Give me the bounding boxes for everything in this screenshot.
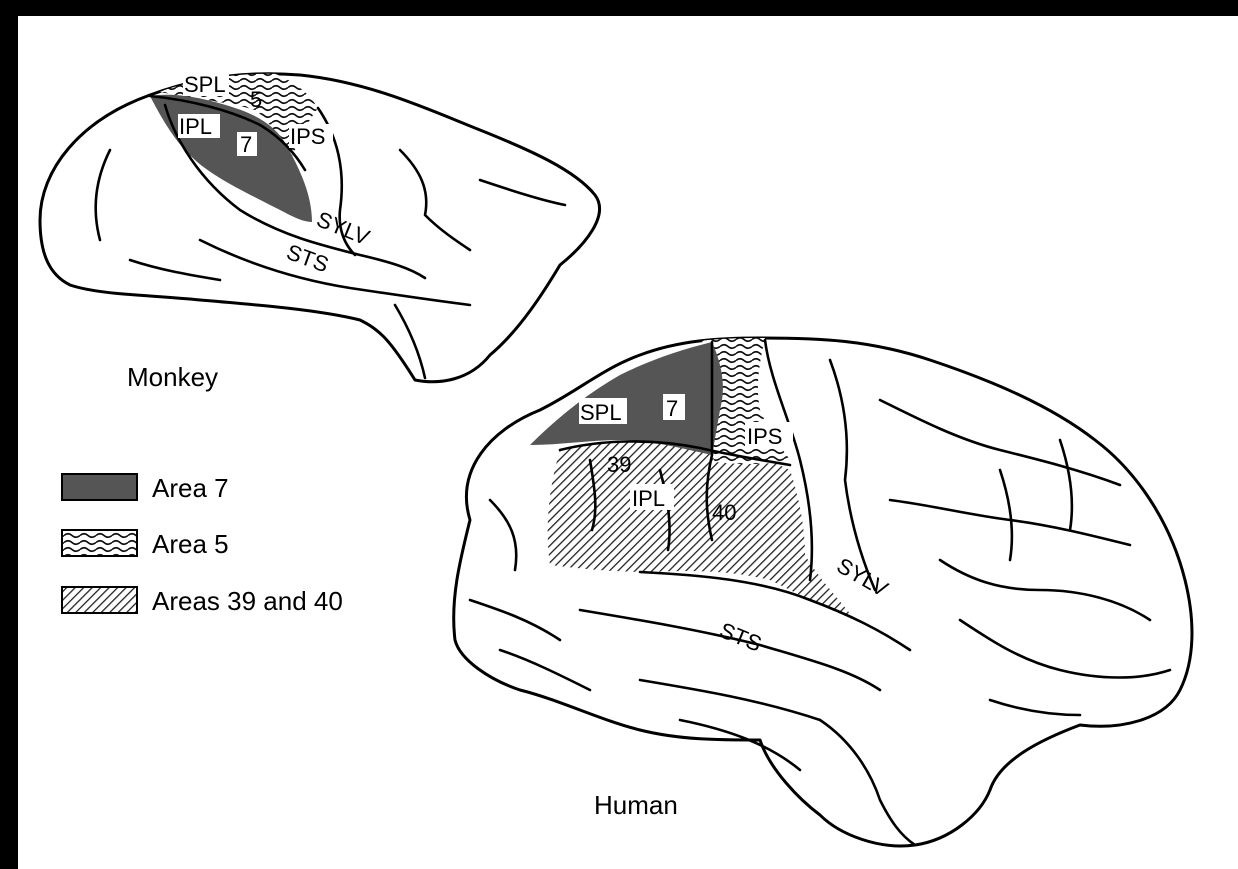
human-label-ipl: IPL (632, 486, 665, 511)
human-caption: Human (594, 790, 678, 820)
legend-label-areas39-40: Areas 39 and 40 (152, 586, 343, 616)
monkey-label-area5: 5 (250, 87, 262, 112)
legend-label-area5: Area 5 (152, 529, 229, 559)
monkey-label-area7: 7 (240, 132, 252, 157)
legend-label-area7: Area 7 (152, 473, 229, 503)
legend-swatch-areas39-40 (62, 587, 137, 613)
monkey-label-ipl: IPL (179, 114, 212, 139)
human-label-area40: 40 (712, 500, 736, 525)
legend-item-areas39-40: Areas 39 and 40 (62, 586, 343, 616)
figure-canvas: SPL 5 IPL 7 IPS SYLV STS Monkey (18, 16, 1238, 869)
legend-swatch-area5 (62, 530, 137, 556)
human-label-area39: 39 (607, 452, 631, 477)
monkey-label-spl: SPL (184, 72, 226, 97)
legend-swatch-area7 (62, 474, 137, 500)
monkey-label-ips: IPS (290, 124, 325, 149)
brain-diagram: SPL 5 IPL 7 IPS SYLV STS Monkey (18, 16, 1238, 869)
human-label-area7: 7 (666, 396, 678, 421)
legend-item-area5: Area 5 (62, 529, 229, 559)
human-brain: SPL 7 IPS 39 IPL 40 SYLV STS (454, 338, 1192, 846)
human-label-ips: IPS (747, 424, 782, 449)
monkey-brain: SPL 5 IPL 7 IPS SYLV STS (40, 72, 600, 382)
legend-item-area7: Area 7 (62, 473, 229, 503)
legend: Area 7 Area 5 Areas 39 and 40 (62, 473, 343, 616)
monkey-caption: Monkey (127, 362, 218, 392)
human-label-spl: SPL (580, 400, 622, 425)
